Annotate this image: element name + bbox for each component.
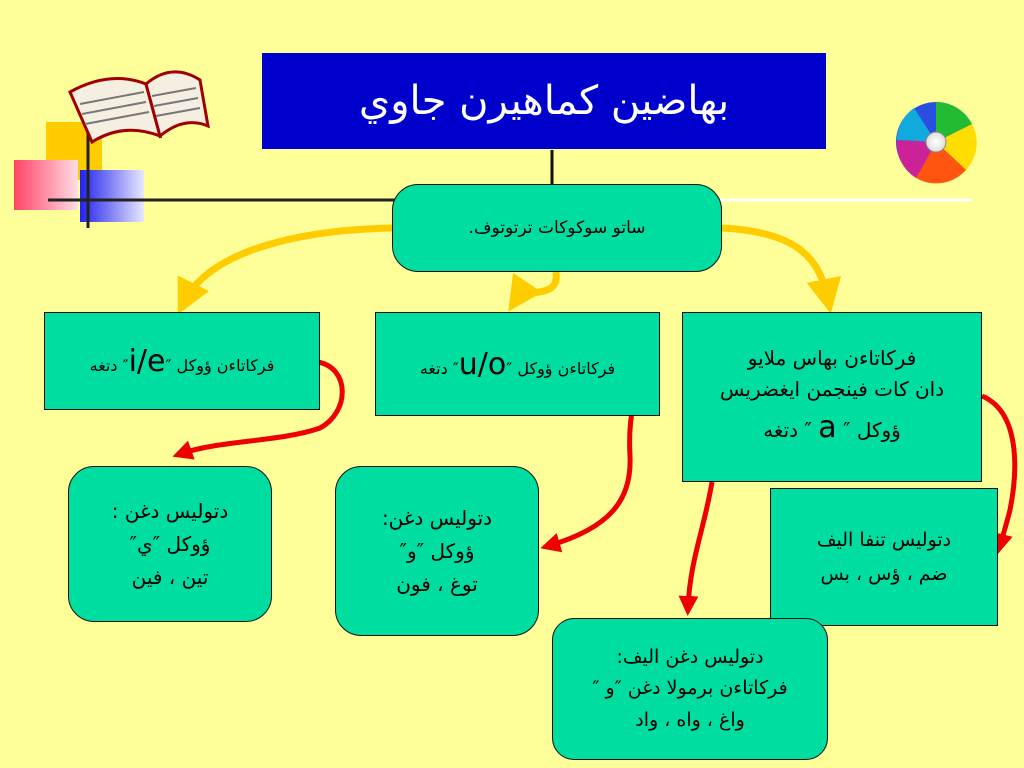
vowel-a-box: فركاتاءن بهاس ملايو دان كات فينجمن ايغضر…: [682, 312, 982, 482]
vowel-ie-suffix: ″ دتغه: [89, 355, 129, 375]
vowel-a-prefix: ؤوكل ″: [842, 417, 901, 442]
result-wau-box: دتوليس دغن: ؤوكل ″و″ توغ ، فون: [335, 466, 539, 636]
red-arrow-alif: [678, 481, 715, 616]
result-alif-line1: دتوليس دغن اليف:: [616, 645, 764, 668]
cd-disc-icon: [896, 101, 977, 184]
root-concept-text: ساتو سوكوكات ترتوتوف.: [468, 218, 646, 238]
vowel-uo-text: فركاتاءن ؤوكل ″u/o″ دتغه: [420, 347, 615, 382]
page-title: بهاضين كماهيرن جاوي: [262, 53, 826, 149]
yellow-arrow-right: [721, 224, 842, 314]
vowel-ie-letters: i/e: [128, 343, 166, 379]
result-no-alif-box: دتوليس تنفا اليف ضم ، ؤس ، بس: [770, 488, 998, 626]
vowel-uo-box: فركاتاءن ؤوكل ″u/o″ دتغه: [375, 312, 660, 416]
red-arrow-no-alif: [980, 393, 1018, 554]
vowel-uo-letters: u/o: [458, 346, 507, 382]
vowel-uo-suffix: ″ دتغه: [419, 358, 459, 378]
yellow-arrow-middle: [508, 271, 560, 312]
vowel-uo-prefix: فركاتاءن ؤوكل ″: [506, 358, 616, 378]
vowel-ie-text: فركاتاءن ؤوكل ″i/e″ دتغه: [90, 344, 275, 379]
result-alif-line3: واغ ، واه ، واد: [635, 708, 745, 731]
vowel-ie-box: فركاتاءن ؤوكل ″i/e″ دتغه: [44, 312, 320, 410]
vowel-ie-prefix: فركاتاءن ؤوكل ″: [165, 355, 275, 375]
result-ya-box: دتوليس دغن : ؤوكل ″ي″ تين ، فين: [68, 466, 272, 622]
open-book-icon: [68, 70, 210, 145]
result-wau-line1: دتوليس دغن:: [381, 505, 493, 530]
result-no-alif-line2: ضم ، ؤس ، بس: [820, 563, 948, 585]
vowel-a-line2: دان كات فينجمن ايغضريس: [719, 376, 945, 401]
result-ya-line2: ؤوكل ″ي″: [129, 531, 211, 556]
root-concept-box: ساتو سوكوكات ترتوتوف.: [392, 184, 722, 272]
vowel-a-line3: ؤوكل ″ a ″ دتغه: [763, 405, 901, 452]
result-ya-line1: دتوليس دغن :: [111, 498, 229, 523]
result-alif-box: دتوليس دغن اليف: فركاتاءن برمولا دغن ″و …: [552, 618, 828, 760]
result-wau-line3: توغ ، فون: [396, 571, 478, 596]
vowel-a-letter: a: [818, 409, 837, 445]
result-no-alif-line1: دتوليس تنفا اليف: [816, 528, 952, 551]
result-ya-line3: تين ، فين: [131, 564, 209, 589]
vowel-a-line1: فركاتاءن بهاس ملايو: [747, 345, 917, 370]
result-alif-line2: فركاتاءن برمولا دغن ″و ″: [592, 677, 788, 700]
yellow-arrow-left: [177, 224, 393, 315]
result-wau-line2: ؤوكل ″و″: [399, 538, 475, 563]
vowel-a-suffix: ″ دتغه: [763, 417, 812, 442]
red-arrow-ie: [172, 359, 345, 460]
